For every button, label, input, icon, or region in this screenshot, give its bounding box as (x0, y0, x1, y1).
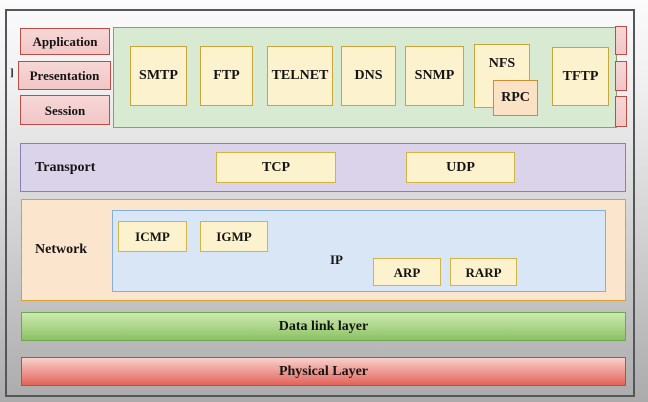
clipped-layer-box-top (615, 26, 627, 55)
node-snmp: SNMP (405, 46, 464, 106)
node-icmp: ICMP (118, 221, 187, 252)
node-tcp: TCP (216, 152, 336, 183)
osi-layer-session: Session (20, 95, 110, 125)
node-udp: UDP (406, 152, 515, 183)
node-smtp: SMTP (130, 46, 187, 106)
node-tftp: TFTP (552, 47, 609, 106)
node-telnet: TELNET (267, 46, 333, 106)
ip-panel (112, 210, 606, 292)
osi-layer-presentation: Presentation (18, 61, 111, 90)
node-arp: ARP (373, 258, 441, 286)
datalink-layer-bar: Data link layer (21, 312, 626, 341)
transport-layer-label: Transport (35, 159, 96, 175)
node-ftp: FTP (200, 46, 253, 106)
network-layer-label: Network (35, 242, 88, 257)
stray-bracket-glyph: ] (10, 67, 14, 79)
node-igmp: IGMP (200, 221, 268, 252)
node-rpc: RPC (493, 80, 538, 116)
physical-layer-bar: Physical Layer (21, 357, 626, 386)
node-rarp: RARP (450, 258, 517, 286)
clipped-layer-box-middle (615, 61, 627, 91)
osi-layer-application: Application (20, 28, 110, 55)
ip-label: IP (330, 252, 343, 267)
figure-border (5, 9, 635, 397)
clipped-layer-box-bottom (615, 96, 627, 127)
node-dns: DNS (341, 46, 396, 106)
